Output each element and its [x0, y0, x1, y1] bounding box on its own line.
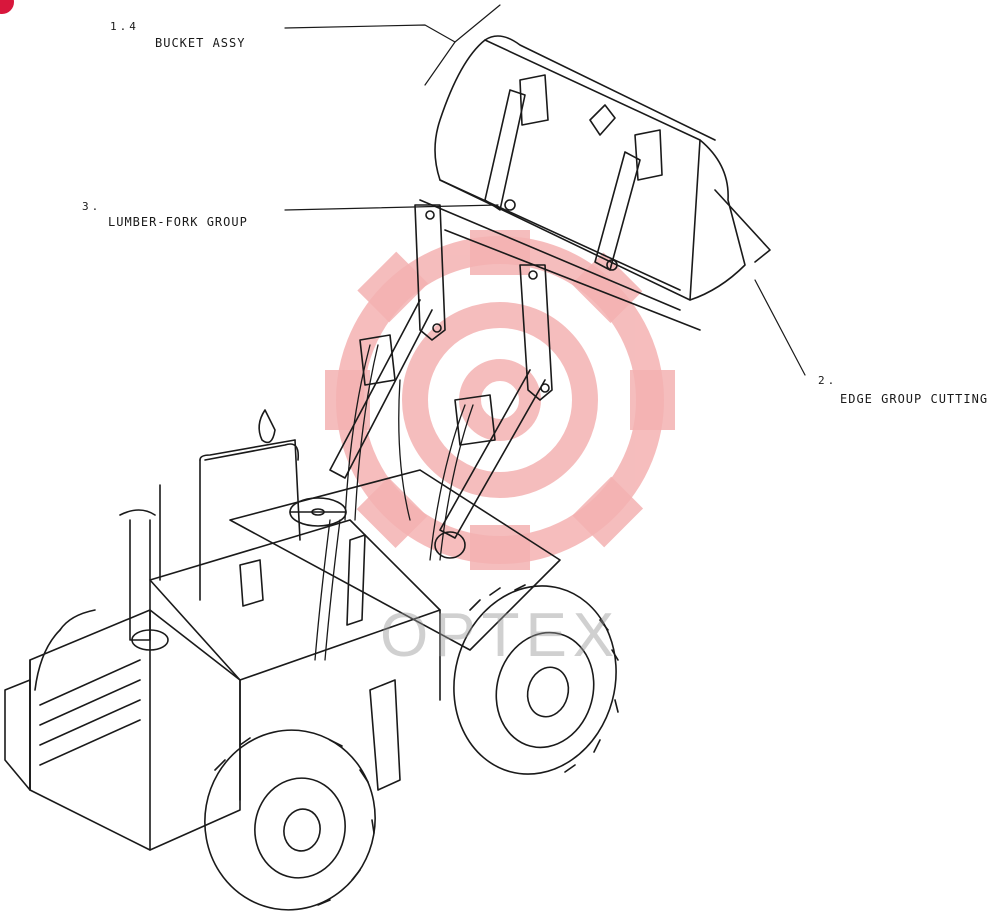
lift-arms-drawing [329, 199, 701, 539]
chassis-drawing [4, 439, 561, 851]
lumber-fork-callout-label: LUMBER-FORK GROUP [108, 215, 248, 229]
front-wheel-drawing [453, 584, 619, 775]
hydraulic-hoses-drawing [314, 344, 474, 661]
watermark-text: OPTEX [380, 601, 621, 670]
left-wheel-drawing [34, 609, 96, 691]
bucket-callout-label: BUCKET ASSY [155, 36, 246, 50]
bucket-drawing [434, 35, 771, 301]
edge-callout-label: EDGE GROUP CUTTING [840, 392, 989, 406]
bucket-callout-number: 1.4 [110, 20, 139, 33]
leader-lines [284, 4, 806, 376]
lumber-fork-callout-number: 3. [82, 200, 102, 213]
rear-wheel-drawing [204, 729, 376, 911]
edge-callout-number: 2. [818, 374, 838, 387]
lumber-fork-drawing [414, 89, 641, 401]
operator-station-drawing [204, 409, 466, 559]
